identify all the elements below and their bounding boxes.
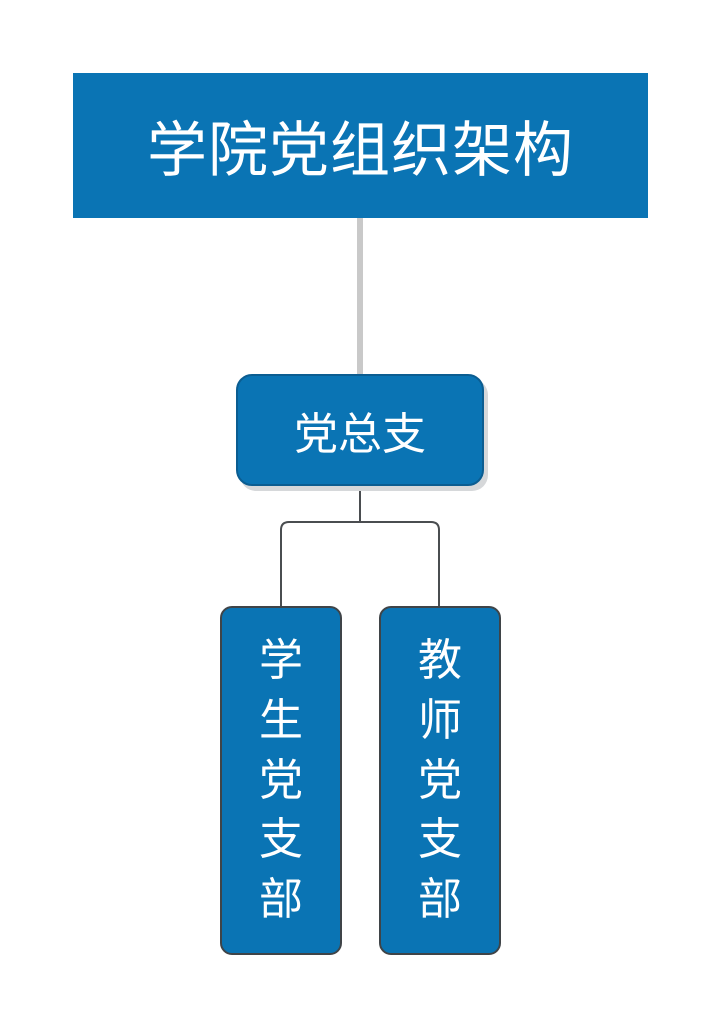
student-branch-label: 学生党支部 bbox=[258, 634, 303, 926]
split-to-left-branch-connector bbox=[280, 521, 360, 606]
general-branch-label: 党总支 bbox=[294, 409, 426, 460]
root-title: 学院党组织架构 bbox=[147, 116, 574, 186]
general-branch-node: 党总支 bbox=[236, 374, 484, 486]
root-node: 学院党组织架构 bbox=[73, 73, 648, 218]
teacher-branch-node: 教师党支部 bbox=[379, 606, 501, 955]
split-to-right-branch-connector bbox=[360, 521, 440, 606]
student-branch-node: 学生党支部 bbox=[220, 606, 342, 955]
teacher-branch-label: 教师党支部 bbox=[417, 634, 462, 926]
